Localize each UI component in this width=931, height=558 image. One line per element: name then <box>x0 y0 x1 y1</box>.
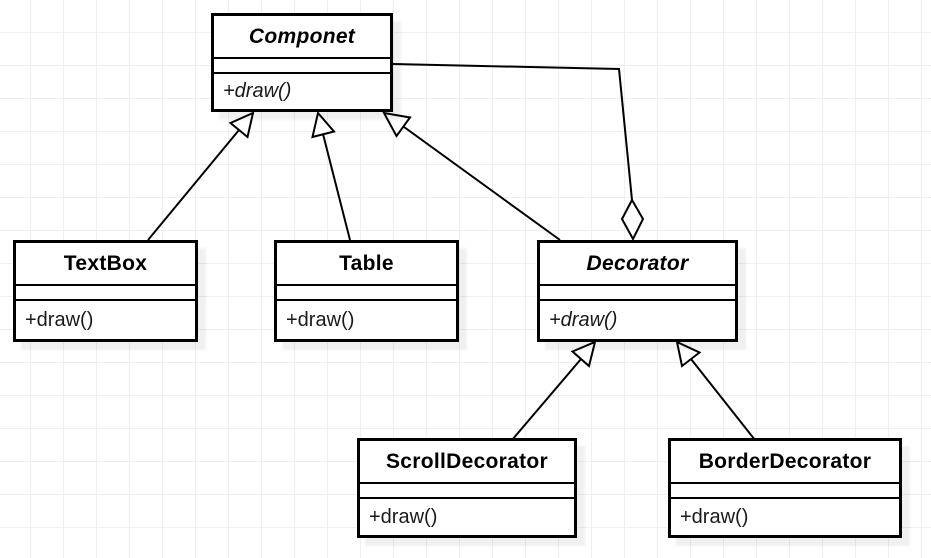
class-box-textbox[interactable]: TextBox +draw() <box>13 240 198 342</box>
hollow-triangle-arrowhead <box>228 111 255 139</box>
class-name: Decorator <box>586 251 689 275</box>
method-label: +draw() <box>540 299 735 339</box>
class-name: Table <box>339 251 394 275</box>
method-label: +draw() <box>214 72 390 109</box>
hollow-triangle-arrowhead <box>570 340 597 368</box>
edge-generalization-borderdecorator-decorator[interactable] <box>690 358 756 441</box>
hollow-diamond-aggregation-marker <box>620 197 645 242</box>
attributes-compartment <box>277 284 456 299</box>
edge-generalization-scrolldecorator-decorator[interactable] <box>511 358 582 441</box>
edge-aggregation-componet-decorator[interactable] <box>392 63 633 201</box>
edge-generalization-decorator-componet[interactable] <box>403 126 561 241</box>
edge-generalization-textbox-componet[interactable] <box>147 129 240 241</box>
class-box-table[interactable]: Table +draw() <box>274 240 459 342</box>
class-name: TextBox <box>63 251 148 275</box>
attributes-compartment <box>671 482 899 497</box>
class-box-decorator[interactable]: Decorator +draw() <box>537 240 738 342</box>
attributes-compartment <box>360 482 574 497</box>
hollow-triangle-arrowhead <box>311 110 336 139</box>
edge-generalization-table-componet[interactable] <box>322 133 351 241</box>
hollow-triangle-arrowhead <box>675 340 702 368</box>
method-label: +draw() <box>277 299 456 339</box>
attributes-compartment <box>214 57 390 72</box>
method-label: +draw() <box>360 497 574 535</box>
class-box-componet[interactable]: Componet +draw() <box>211 13 393 112</box>
method-label: +draw() <box>671 497 899 535</box>
hollow-triangle-arrowhead <box>382 111 412 138</box>
class-name: BorderDecorator <box>698 449 872 473</box>
class-box-scrolldecorator[interactable]: ScrollDecorator +draw() <box>357 438 577 538</box>
attributes-compartment <box>16 284 195 299</box>
class-name: Componet <box>248 24 356 48</box>
method-label: +draw() <box>16 299 195 339</box>
class-box-borderdecorator[interactable]: BorderDecorator +draw() <box>668 438 902 538</box>
class-name: ScrollDecorator <box>385 449 549 473</box>
attributes-compartment <box>540 284 735 299</box>
